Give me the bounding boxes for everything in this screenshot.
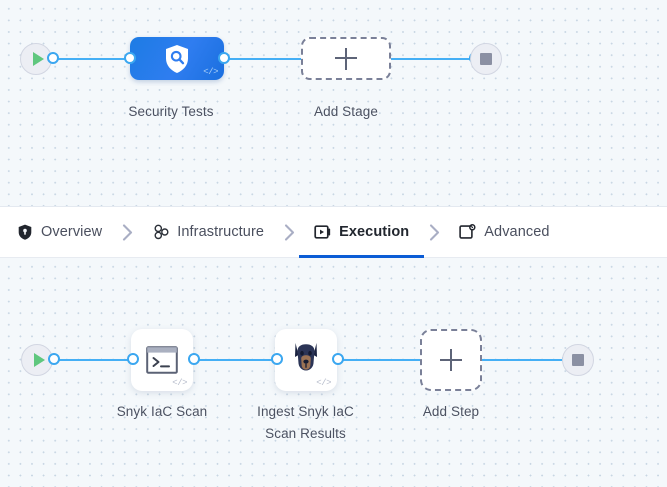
play-icon xyxy=(33,353,45,367)
tab-advanced-label: Advanced xyxy=(484,224,550,240)
step-node-snyk-iac-scan[interactable]: </> xyxy=(131,329,193,391)
tab-execution[interactable]: Execution xyxy=(299,206,425,258)
step-label-add-step: Add Step xyxy=(422,404,480,419)
pipeline-start-node[interactable] xyxy=(20,43,52,75)
chevron-right-icon xyxy=(411,206,457,258)
stage-label-add-stage: Add Stage xyxy=(314,104,378,119)
step-socket-2-in[interactable] xyxy=(271,353,283,365)
play-in-box-icon xyxy=(314,224,331,241)
play-icon xyxy=(32,52,44,66)
node-cluster-icon xyxy=(152,224,169,241)
step-canvas[interactable]: </> </> xyxy=(0,258,667,487)
tab-infrastructure-label: Infrastructure xyxy=(177,224,265,240)
code-badge: </> xyxy=(203,67,218,77)
section-tabs: Overview Infrastructure xyxy=(0,206,667,258)
add-step-button[interactable] xyxy=(420,329,482,391)
step-node-ingest-snyk-results[interactable]: </> xyxy=(275,329,337,391)
terminal-icon xyxy=(146,346,178,374)
tab-execution-label: Execution xyxy=(339,224,410,240)
plus-icon xyxy=(335,47,357,70)
step-end-node[interactable] xyxy=(562,344,594,376)
tab-overview[interactable]: Overview xyxy=(14,206,104,258)
step-rail-3 xyxy=(340,358,420,361)
stage-label-security-tests: Security Tests xyxy=(128,104,214,119)
add-stage-button[interactable] xyxy=(301,37,391,80)
step-label-snyk-iac-scan: Snyk IaC Scan xyxy=(116,404,208,419)
stage-node-security-tests[interactable]: </> xyxy=(130,37,224,80)
chevron-right-icon xyxy=(104,206,150,258)
step-socket-2-out[interactable] xyxy=(332,353,344,365)
step-row: </> </> xyxy=(0,329,667,391)
stage-rail-2 xyxy=(220,57,302,60)
stop-icon xyxy=(480,53,492,65)
stage-socket-in[interactable] xyxy=(124,52,136,64)
tab-advanced[interactable]: Advanced xyxy=(457,206,551,258)
tab-overview-label: Overview xyxy=(41,224,103,240)
step-socket-1-in[interactable] xyxy=(127,353,139,365)
pipeline-end-node[interactable] xyxy=(470,43,502,75)
stage-socket-out[interactable] xyxy=(218,52,230,64)
shield-search-icon xyxy=(166,44,188,73)
stage-canvas[interactable]: </> Security Tests Add Stage xyxy=(0,0,667,206)
chevron-right-icon xyxy=(266,206,312,258)
stage-rail-1 xyxy=(52,57,136,60)
shield-icon xyxy=(16,224,33,241)
step-label-ingest-snyk-results: Ingest Snyk IaC Scan Results xyxy=(257,404,354,442)
stage-row: </> xyxy=(0,36,667,82)
stage-socket-start[interactable] xyxy=(47,52,59,64)
step-socket-1-out[interactable] xyxy=(188,353,200,365)
plus-icon xyxy=(440,349,462,371)
step-rail-4 xyxy=(482,358,568,361)
step-rail-1 xyxy=(52,358,134,361)
panel-gear-icon xyxy=(459,223,476,241)
snyk-dog-icon xyxy=(289,340,323,380)
stage-rail-3 xyxy=(388,57,474,60)
step-socket-start[interactable] xyxy=(48,353,60,365)
code-badge: </> xyxy=(316,378,331,388)
step-rail-2 xyxy=(195,358,281,361)
tab-infrastructure[interactable]: Infrastructure xyxy=(150,206,266,258)
stop-icon xyxy=(572,354,584,366)
code-badge: </> xyxy=(172,378,187,388)
